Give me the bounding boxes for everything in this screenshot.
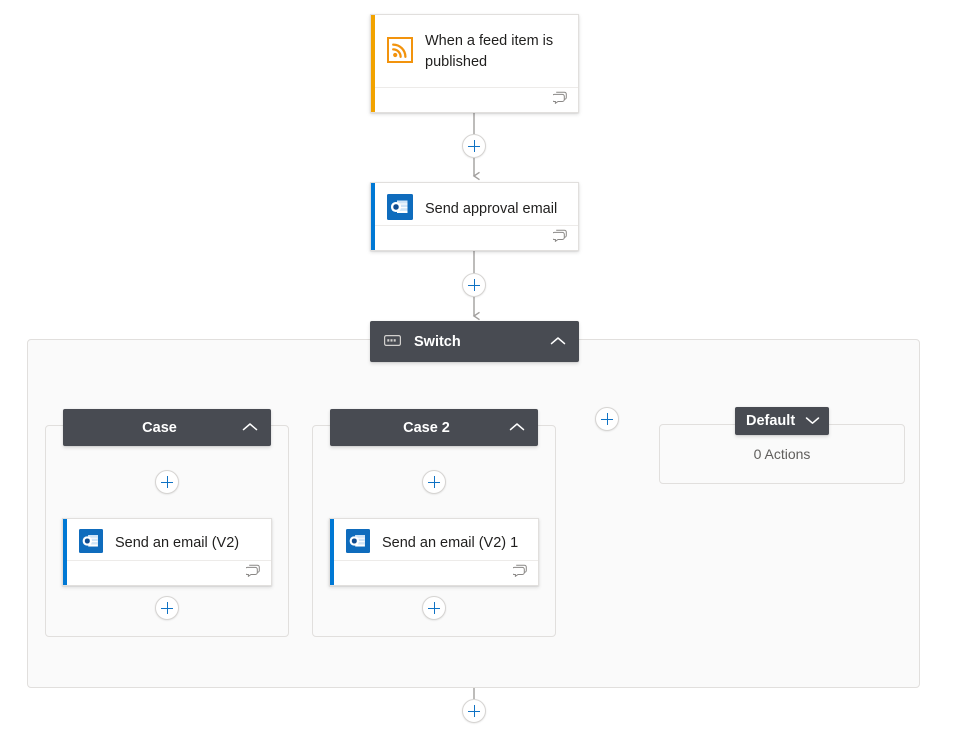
action-accent-bar	[330, 519, 334, 585]
outlook-icon	[387, 194, 413, 225]
action-accent-bar	[63, 519, 67, 585]
add-step-after-switch-button[interactable]	[462, 699, 486, 723]
send-approval-email-footer	[375, 225, 578, 250]
comments-icon[interactable]	[511, 564, 528, 582]
default-empty-label: 0 Actions	[753, 446, 811, 462]
case-2-action-header: Send an email (V2) 1	[330, 519, 538, 567]
case-2-add-step-before-action-button[interactable]	[422, 470, 446, 494]
chevron-down-icon[interactable]	[805, 412, 820, 430]
switch-icon	[384, 333, 402, 351]
trigger-card-feed-item-published[interactable]: When a feed item is published	[370, 14, 579, 113]
case-2-add-step-after-action-button[interactable]	[422, 596, 446, 620]
case-1-action-footer	[67, 560, 271, 585]
default-case-label: Default	[746, 413, 796, 429]
case-2-action-title: Send an email (V2) 1	[382, 535, 519, 551]
case-1-label: Case	[142, 419, 177, 436]
add-step-after-approval-button[interactable]	[462, 273, 486, 297]
add-case-button[interactable]	[595, 407, 619, 431]
default-case-header[interactable]: Default	[735, 407, 829, 435]
outlook-icon	[79, 529, 103, 558]
action-accent-bar	[371, 183, 375, 250]
trigger-accent-bar	[371, 15, 375, 112]
trigger-title: When a feed item is published	[425, 33, 554, 70]
action-card-send-approval-email[interactable]: Send approval email	[370, 182, 579, 251]
add-step-after-trigger-button[interactable]	[462, 134, 486, 158]
case-1-action-card-send-an-email[interactable]: Send an email (V2)	[62, 518, 272, 586]
comments-icon[interactable]	[551, 91, 568, 109]
outlook-icon	[346, 529, 370, 558]
case-1-action-header: Send an email (V2)	[63, 519, 271, 567]
switch-header[interactable]: Switch	[370, 321, 579, 362]
case-2-action-card-send-an-email[interactable]: Send an email (V2) 1	[329, 518, 539, 586]
case-2-action-footer	[334, 560, 538, 585]
case-2-label: Case 2	[403, 419, 450, 436]
send-approval-email-title: Send approval email	[425, 201, 558, 217]
switch-label: Switch	[414, 333, 461, 350]
comments-icon[interactable]	[551, 229, 568, 247]
send-approval-email-header: Send approval email	[371, 183, 578, 234]
chevron-up-icon[interactable]	[509, 419, 525, 437]
case-1-header[interactable]: Case	[63, 409, 271, 446]
chevron-up-icon[interactable]	[242, 419, 258, 437]
case-1-add-step-after-action-button[interactable]	[155, 596, 179, 620]
rss-icon	[386, 35, 414, 68]
case-1-add-step-before-action-button[interactable]	[155, 470, 179, 494]
comments-icon[interactable]	[244, 564, 261, 582]
case-1-action-title: Send an email (V2)	[115, 535, 240, 551]
trigger-card-footer	[375, 87, 578, 112]
case-2-header[interactable]: Case 2	[330, 409, 538, 446]
trigger-card-header: When a feed item is published	[371, 15, 578, 82]
chevron-up-icon[interactable]	[550, 333, 566, 351]
